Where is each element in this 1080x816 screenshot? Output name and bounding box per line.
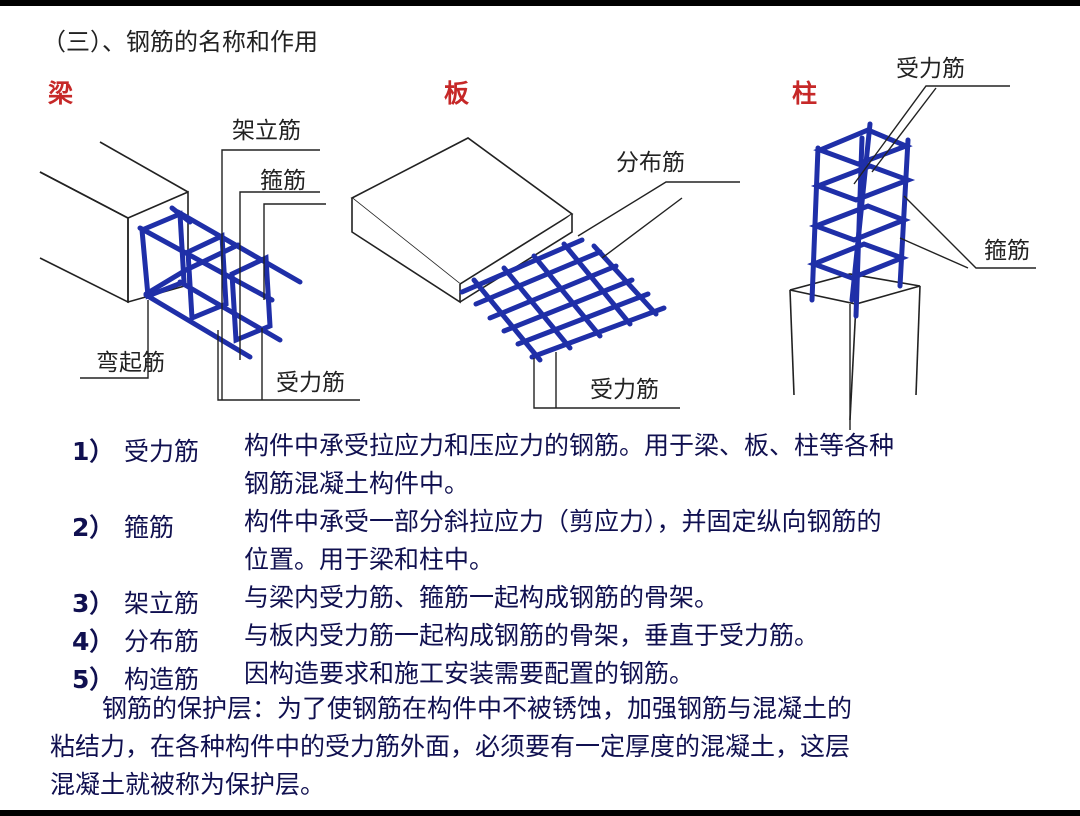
definition-term: 受力筋 [124, 437, 200, 466]
definition-text: 与板内受力筋一起构成钢筋的骨架，垂直于受力筋。 [244, 621, 820, 650]
definition-number: 3） [72, 589, 115, 618]
definition-item: 3） 架立筋 与梁内受力筋、箍筋一起构成钢筋的骨架。 [72, 583, 1062, 622]
definition-text-continued: 位置。用于梁和柱中。 [244, 545, 495, 574]
label-slab-main: 受力筋 [590, 377, 659, 403]
definition-item: 2） 箍筋 构件中承受一部分斜拉应力（剪应力），并固定纵向钢筋的 [72, 507, 1062, 544]
category-slab: 板 [444, 79, 470, 108]
label-column-main: 受力筋 [896, 56, 965, 82]
category-column: 柱 [792, 79, 818, 108]
frame-top-bar [0, 0, 1080, 6]
label-beam-erection: 架立筋 [232, 118, 301, 144]
definition-item: 1） 受力筋 构件中承受拉应力和压应力的钢筋。用于梁、板、柱等各种 [72, 431, 1062, 468]
cover-layer-paragraph: 钢筋的保护层：为了使钢筋在构件中不被锈蚀，加强钢筋与混凝土的 粘结力，在各种构件… [50, 690, 1050, 804]
definition-term: 箍筋 [124, 513, 175, 542]
section-heading: （三）、钢筋的名称和作用 [42, 28, 318, 56]
definition-item: 4） 分布筋 与板内受力筋一起构成钢筋的骨架，垂直于受力筋。 [72, 621, 1062, 660]
definition-term: 构造筋 [124, 665, 200, 694]
frame-bottom-bar [0, 810, 1080, 816]
beam-rebar-cage [137, 205, 303, 360]
definition-text: 与梁内受力筋、箍筋一起构成钢筋的骨架。 [244, 583, 720, 612]
definition-number: 1） [72, 437, 115, 466]
label-column-stirrup: 箍筋 [984, 238, 1030, 264]
cover-line-1: 钢筋的保护层：为了使钢筋在构件中不被锈蚀，加强钢筋与混凝土的 [102, 694, 853, 723]
definition-item: 5） 构造筋 因构造要求和施工安装需要配置的钢筋。 [72, 659, 1062, 698]
cover-line-3: 混凝土就被称为保护层。 [50, 770, 326, 799]
definition-text: 构件中承受拉应力和压应力的钢筋。用于梁、板、柱等各种 [244, 431, 895, 460]
label-beam-bent: 弯起筋 [96, 350, 165, 376]
definition-number: 4） [72, 627, 115, 656]
category-beam: 梁 [48, 79, 74, 108]
definition-number: 2） [72, 513, 115, 542]
cover-line-2: 粘结力，在各种构件中的受力筋外面，必须要有一定厚度的混凝土，这层 [50, 732, 851, 761]
definition-number: 5） [72, 665, 115, 694]
label-slab-distribution: 分布筋 [616, 150, 685, 176]
rebar-diagram: 架立筋 箍筋 弯起筋 受力筋 分布筋 受力筋 受力筋 箍筋 [39, 56, 1036, 430]
definition-text: 构件中承受一部分斜拉应力（剪应力），并固定纵向钢筋的 [244, 507, 882, 536]
slab-rebar-mesh [459, 237, 667, 363]
definition-term: 架立筋 [124, 589, 200, 618]
definition-text: 因构造要求和施工安装需要配置的钢筋。 [244, 659, 695, 688]
column-rebar-cage [807, 121, 916, 319]
definitions-list: 1） 受力筋 构件中承受拉应力和压应力的钢筋。用于梁、板、柱等各种 钢筋混凝土构… [72, 431, 1062, 698]
definition-term: 分布筋 [124, 627, 200, 656]
label-beam-stirrup: 箍筋 [260, 168, 306, 194]
definition-text-continued: 钢筋混凝土构件中。 [244, 469, 470, 498]
label-beam-main: 受力筋 [276, 370, 345, 396]
